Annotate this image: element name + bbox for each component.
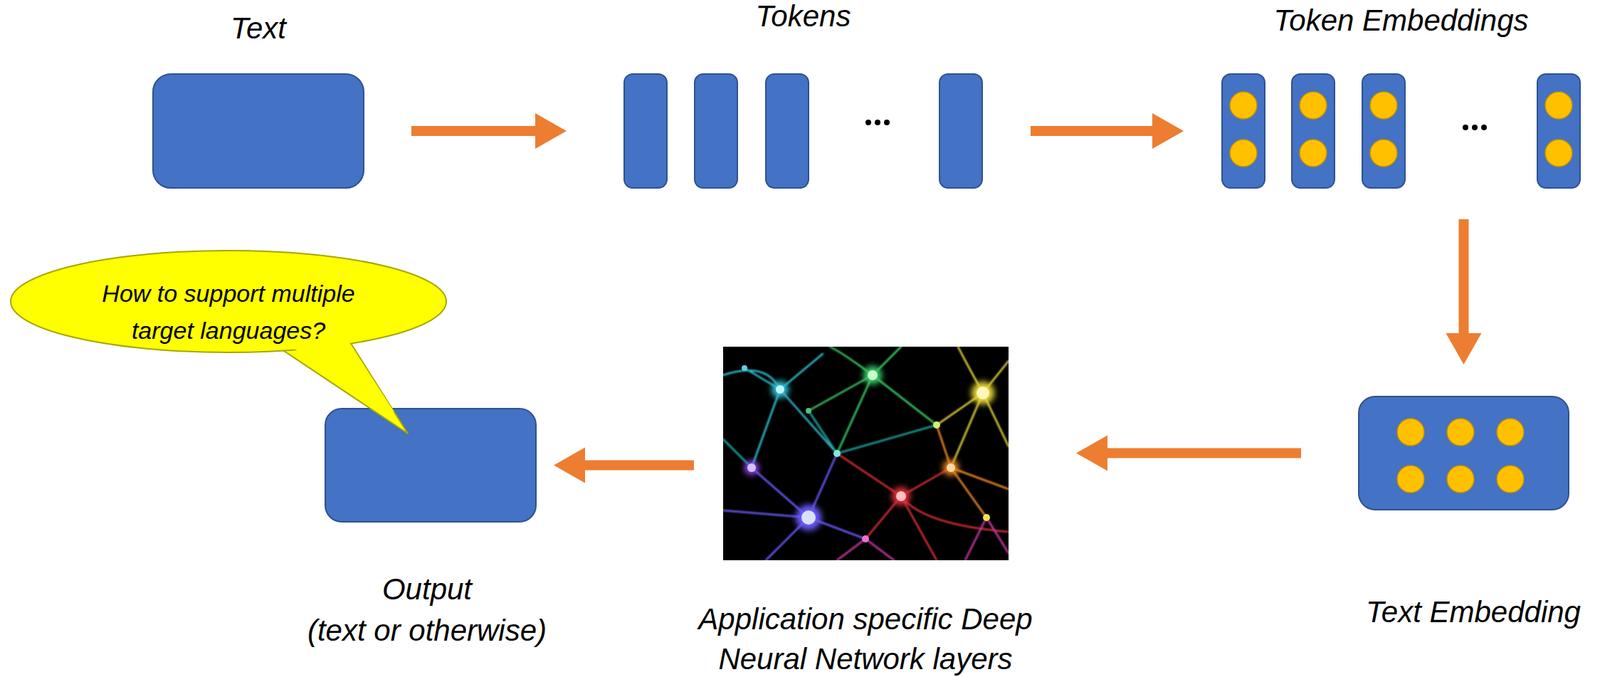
embedding-dot [1299, 91, 1327, 119]
token-box [624, 74, 667, 188]
node-label: Token Embeddings [1221, 4, 1581, 38]
node-label: Application specific Deep Neural Network… [680, 599, 1051, 677]
diagram-node: Text [152, 9, 365, 189]
ellipsis-dot [883, 119, 890, 126]
node-label: Output [284, 568, 570, 610]
label-group: Tokens [623, 0, 983, 33]
arrow-shaft [583, 460, 694, 471]
embedding-dot [1397, 465, 1425, 493]
arrow-shaft [1106, 448, 1302, 459]
embedding-dot [1496, 465, 1524, 493]
embedding-dot [1370, 91, 1398, 119]
callout-text: How to support multiple target languages… [79, 274, 378, 349]
arrow-shaft [411, 125, 537, 136]
callout-bubble [10, 250, 447, 353]
label-group: How to support multiple target languages… [79, 274, 378, 349]
flow-arrow [1030, 113, 1184, 149]
token-embedding-box [1222, 74, 1265, 188]
ellipsis-dot [1471, 124, 1478, 131]
flow-arrow [553, 447, 694, 484]
embedding-dot [1370, 139, 1398, 167]
shape-art [623, 73, 983, 189]
label-group: Token Embeddings [1221, 4, 1581, 38]
arrow-head [1076, 435, 1108, 472]
token-group [623, 73, 983, 189]
node-label: (text or otherwise) [284, 609, 570, 652]
label-group: Output(text or otherwise) [284, 568, 570, 652]
embedding-dot [1229, 139, 1257, 167]
ellipsis-dot [874, 119, 881, 126]
flow-arrow [411, 113, 567, 149]
token-box [765, 74, 809, 188]
token-embedding-box [1291, 74, 1335, 188]
arrow-head [535, 113, 567, 149]
token-embedding-box [1537, 74, 1581, 188]
node-label: Text Embedding [1352, 593, 1595, 631]
ellipsis-dot [1462, 124, 1469, 131]
token-box [939, 74, 983, 188]
rounded-box [1358, 395, 1570, 511]
embedding-dot [1299, 139, 1327, 167]
embedding-dot [1545, 139, 1573, 167]
embedding-dot [1496, 418, 1524, 446]
embedding-dot [1229, 91, 1257, 119]
neural-network-illustration [723, 346, 1009, 561]
rounded-box [324, 407, 537, 523]
label-group: Text Embedding [1352, 593, 1595, 631]
flow-arrow [1446, 219, 1482, 365]
embedding-dot [1545, 91, 1573, 119]
label-group: Text [152, 9, 365, 47]
shape-art [1221, 73, 1581, 189]
embedding-dot [1446, 418, 1475, 446]
ellipsis-dot [1481, 124, 1487, 131]
diagram-node: Tokens [623, 0, 983, 189]
token-group [1221, 73, 1581, 189]
speech-callout: How to support multiple target languages… [9, 249, 447, 354]
node-label: Text [152, 9, 365, 47]
diagram-node: Output(text or otherwise) [284, 407, 570, 652]
arrow-head [553, 447, 586, 484]
arrow-shaft [1030, 125, 1154, 136]
diagram-node: Token Embeddings [1221, 4, 1581, 189]
rounded-box [152, 73, 365, 189]
diagram-node: Text Embedding [1352, 395, 1595, 631]
flow-arrow [1076, 435, 1302, 472]
arrow-head [1446, 333, 1482, 365]
ellipsis-dot [865, 119, 872, 126]
token-box [694, 74, 738, 188]
diagram-node: Application specific Deep Neural Network… [669, 346, 1062, 677]
illustration-frame [723, 346, 1009, 561]
embedding-dot [1397, 418, 1425, 446]
shape-art [1359, 397, 1571, 512]
embedding-dot [1446, 465, 1475, 493]
label-group: Application specific Deep Neural Network… [680, 599, 1051, 677]
node-label: Tokens [623, 0, 983, 33]
arrow-head [1152, 113, 1184, 149]
token-embedding-box [1362, 74, 1405, 188]
arrow-shaft [1459, 219, 1470, 335]
